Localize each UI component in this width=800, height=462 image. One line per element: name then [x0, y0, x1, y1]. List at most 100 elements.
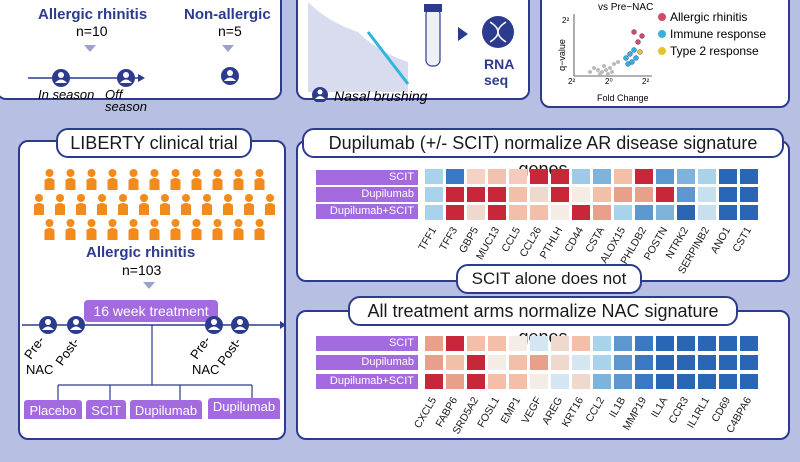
heatmap-cell: [446, 336, 464, 351]
heatmap-cell: [740, 355, 758, 370]
volcano-plot: [573, 14, 652, 77]
volcano-subtitle: vs Pre−NAC: [598, 2, 654, 13]
legend-label: Allergic rhinitis: [670, 10, 748, 24]
heatmap-cell: [740, 205, 758, 220]
heatmap-cell: [530, 374, 548, 389]
heatmap-cell: [530, 169, 548, 184]
person-icon: [191, 219, 202, 240]
heatmap-cell: [551, 355, 569, 370]
heatmap-cell: [509, 205, 527, 220]
heatmap-cell: [551, 336, 569, 351]
heatmap-cell: [467, 374, 485, 389]
down-arrow-icon: [84, 45, 96, 52]
heatmap-cell: [425, 336, 443, 351]
person-icon: [67, 316, 85, 334]
heatmap-cell: [572, 205, 590, 220]
heatmap-cell: [446, 169, 464, 184]
heatmap-cell: [551, 374, 569, 389]
heatmap-cell: [635, 355, 653, 370]
person-icon: [149, 219, 160, 240]
person-icon: [107, 219, 118, 240]
heatmap-cell: [698, 336, 716, 351]
nonallergic-label: Non-allergic: [184, 6, 271, 23]
rna-label: RNA: [484, 56, 515, 72]
heatmap-cell: [593, 187, 611, 202]
person-icon: [97, 194, 107, 215]
heatmap-cell: [698, 205, 716, 220]
sampling-panel: Nasal brushing RNA seq: [296, 0, 530, 104]
heatmap-cell: [488, 336, 506, 351]
person-icon: [44, 169, 55, 190]
right-arrow-icon: [458, 27, 468, 41]
heatmap-cell: [446, 374, 464, 389]
volcano-panel: vs Pre−NAC q−value Fold Change 2² 2⁰ 2² …: [540, 0, 790, 108]
legend-label: Immune response: [670, 27, 767, 41]
person-icon: [55, 194, 65, 215]
heatmap-cell: [593, 205, 611, 220]
heatmap-cell: [467, 355, 485, 370]
legend-dot: [658, 13, 666, 21]
heatmap-cell: [551, 187, 569, 202]
heatmap-cell: [467, 205, 485, 220]
allergic-rhinitis-label: Allergic rhinitis: [38, 6, 148, 23]
heatmap-cell: [740, 187, 758, 202]
heatmap-cell: [677, 374, 695, 389]
heatmap-cell: [698, 187, 716, 202]
heatmap-cell: [572, 169, 590, 184]
heatmap-cell: [572, 355, 590, 370]
heatmap-cell: [719, 374, 737, 389]
heatmap1-row-label: SCIT: [316, 170, 418, 185]
heatmap-cell: [425, 355, 443, 370]
heatmap-cell: [572, 187, 590, 202]
person-icon: [231, 316, 249, 334]
arm-dupilumab: Dupilumab: [130, 400, 202, 419]
heatmap-cell: [509, 355, 527, 370]
person-icon: [65, 169, 76, 190]
heatmap-cell: [677, 336, 695, 351]
heatmap-cell: [698, 355, 716, 370]
nonallergic-n: n=5: [218, 23, 242, 39]
heatmap-cell: [635, 169, 653, 184]
person-icon: [139, 194, 149, 215]
heatmap-cell: [488, 355, 506, 370]
heatmap-cell: [488, 374, 506, 389]
legend-dot: [658, 30, 666, 38]
person-icon: [65, 219, 76, 240]
person-icon: [39, 316, 57, 334]
heatmap-cell: [467, 187, 485, 202]
heatmap-cell: [656, 205, 674, 220]
person-icon: [233, 219, 244, 240]
heatmap-cell: [719, 205, 737, 220]
person-icon: [86, 169, 97, 190]
person-icon: [254, 219, 265, 240]
heatmap-cell: [635, 187, 653, 202]
arm-dupilumab-scit: Dupilumab: [208, 398, 280, 419]
cohort-panel: Allergic rhinitis n=10 Non-allergic n=5 …: [0, 0, 282, 113]
nasal-brushing-illustration: [308, 2, 514, 102]
heatmap-cell: [614, 374, 632, 389]
heatmap-cell: [446, 205, 464, 220]
legend-item-allergic: Allergic rhinitis: [658, 10, 747, 24]
patient-grid: [34, 169, 275, 240]
heatmap-cell: [509, 187, 527, 202]
person-icon: [160, 194, 170, 215]
tube-icon: [425, 7, 441, 67]
heatmap-cell: [698, 169, 716, 184]
heatmap-cell: [530, 336, 548, 351]
nasal-brushing-label: Nasal brushing: [334, 88, 428, 104]
heatmap2-row-label: Dupilumab: [316, 355, 418, 370]
timeline-arrow-icon: [138, 74, 145, 82]
legend-item-immune: Immune response: [658, 27, 766, 41]
heatmap-cell: [719, 187, 737, 202]
heatmap-cell: [425, 205, 443, 220]
arm-scit: SCIT: [86, 400, 126, 419]
heatmap-cell: [635, 374, 653, 389]
heatmap-cell: [656, 374, 674, 389]
legend-item-type2: Type 2 response: [658, 44, 759, 58]
heatmap-cell: [656, 169, 674, 184]
heatmap-cell: [425, 169, 443, 184]
person-icon: [233, 169, 244, 190]
person-icon: [212, 219, 223, 240]
off-season-label: Off season: [105, 87, 147, 114]
person-icon: [212, 169, 223, 190]
